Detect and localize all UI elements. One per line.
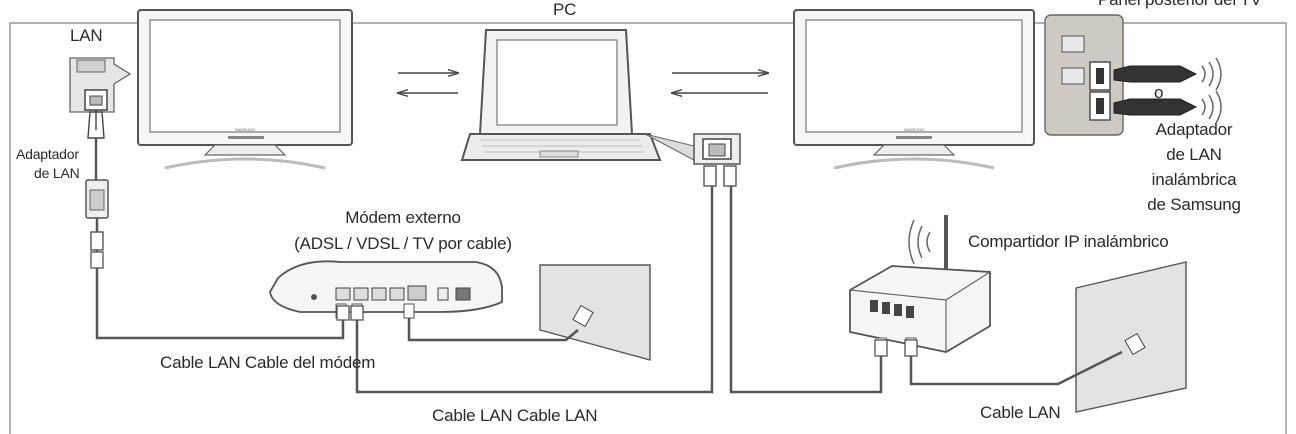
label-pc: PC	[553, 0, 577, 19]
cable-plugs	[90, 251, 918, 357]
label-cable-center: Cable LAN Cable LAN	[432, 406, 598, 425]
usb-wireless-dongle-icon	[1113, 57, 1222, 124]
wall-socket-modem	[539, 264, 651, 361]
right-tv-brand: SAMSUNG	[904, 127, 924, 132]
label-ip-sharer: Compartidor IP inalámbrico	[968, 232, 1169, 251]
label-lan-adapter-2: de LAN	[34, 165, 80, 181]
pc-laptop	[460, 29, 662, 161]
label-samsung-adapter-1: Adaptador	[1155, 120, 1233, 139]
wall-socket-router	[1075, 261, 1187, 413]
label-lan-adapter-1: Adaptador	[16, 146, 79, 162]
wireless-ip-sharer	[849, 215, 991, 355]
pc-lan-port-callout	[644, 133, 741, 187]
lan-cables	[95, 186, 1123, 394]
external-modem	[269, 260, 503, 319]
diagram-frame	[9, 22, 1287, 434]
lan-adapter-device	[85, 138, 109, 251]
label-modem-1: Módem externo	[345, 208, 461, 227]
left-tv-brand: SAMSUNG	[235, 127, 255, 132]
label-cable-right: Cable LAN	[980, 403, 1061, 422]
label-samsung-adapter-4: de Samsung	[1147, 195, 1241, 214]
left-tv	[137, 9, 353, 170]
connection-arrows	[398, 73, 768, 93]
tv-rear-panel	[1044, 14, 1124, 136]
right-tv	[793, 9, 1035, 170]
label-samsung-adapter-2: de LAN	[1166, 145, 1222, 164]
tv-lan-port-callout	[69, 57, 132, 139]
label-tv-rear-panel: Panel posterior del TV	[1098, 0, 1262, 10]
label-modem-2: (ADSL / VDSL / TV por cable)	[294, 234, 512, 253]
label-cable-left: Cable LAN Cable del módem	[160, 353, 376, 372]
label-samsung-adapter-3: inalámbrica	[1151, 170, 1237, 189]
label-or: o	[1154, 83, 1164, 102]
label-tv-lan: LAN	[70, 26, 103, 45]
